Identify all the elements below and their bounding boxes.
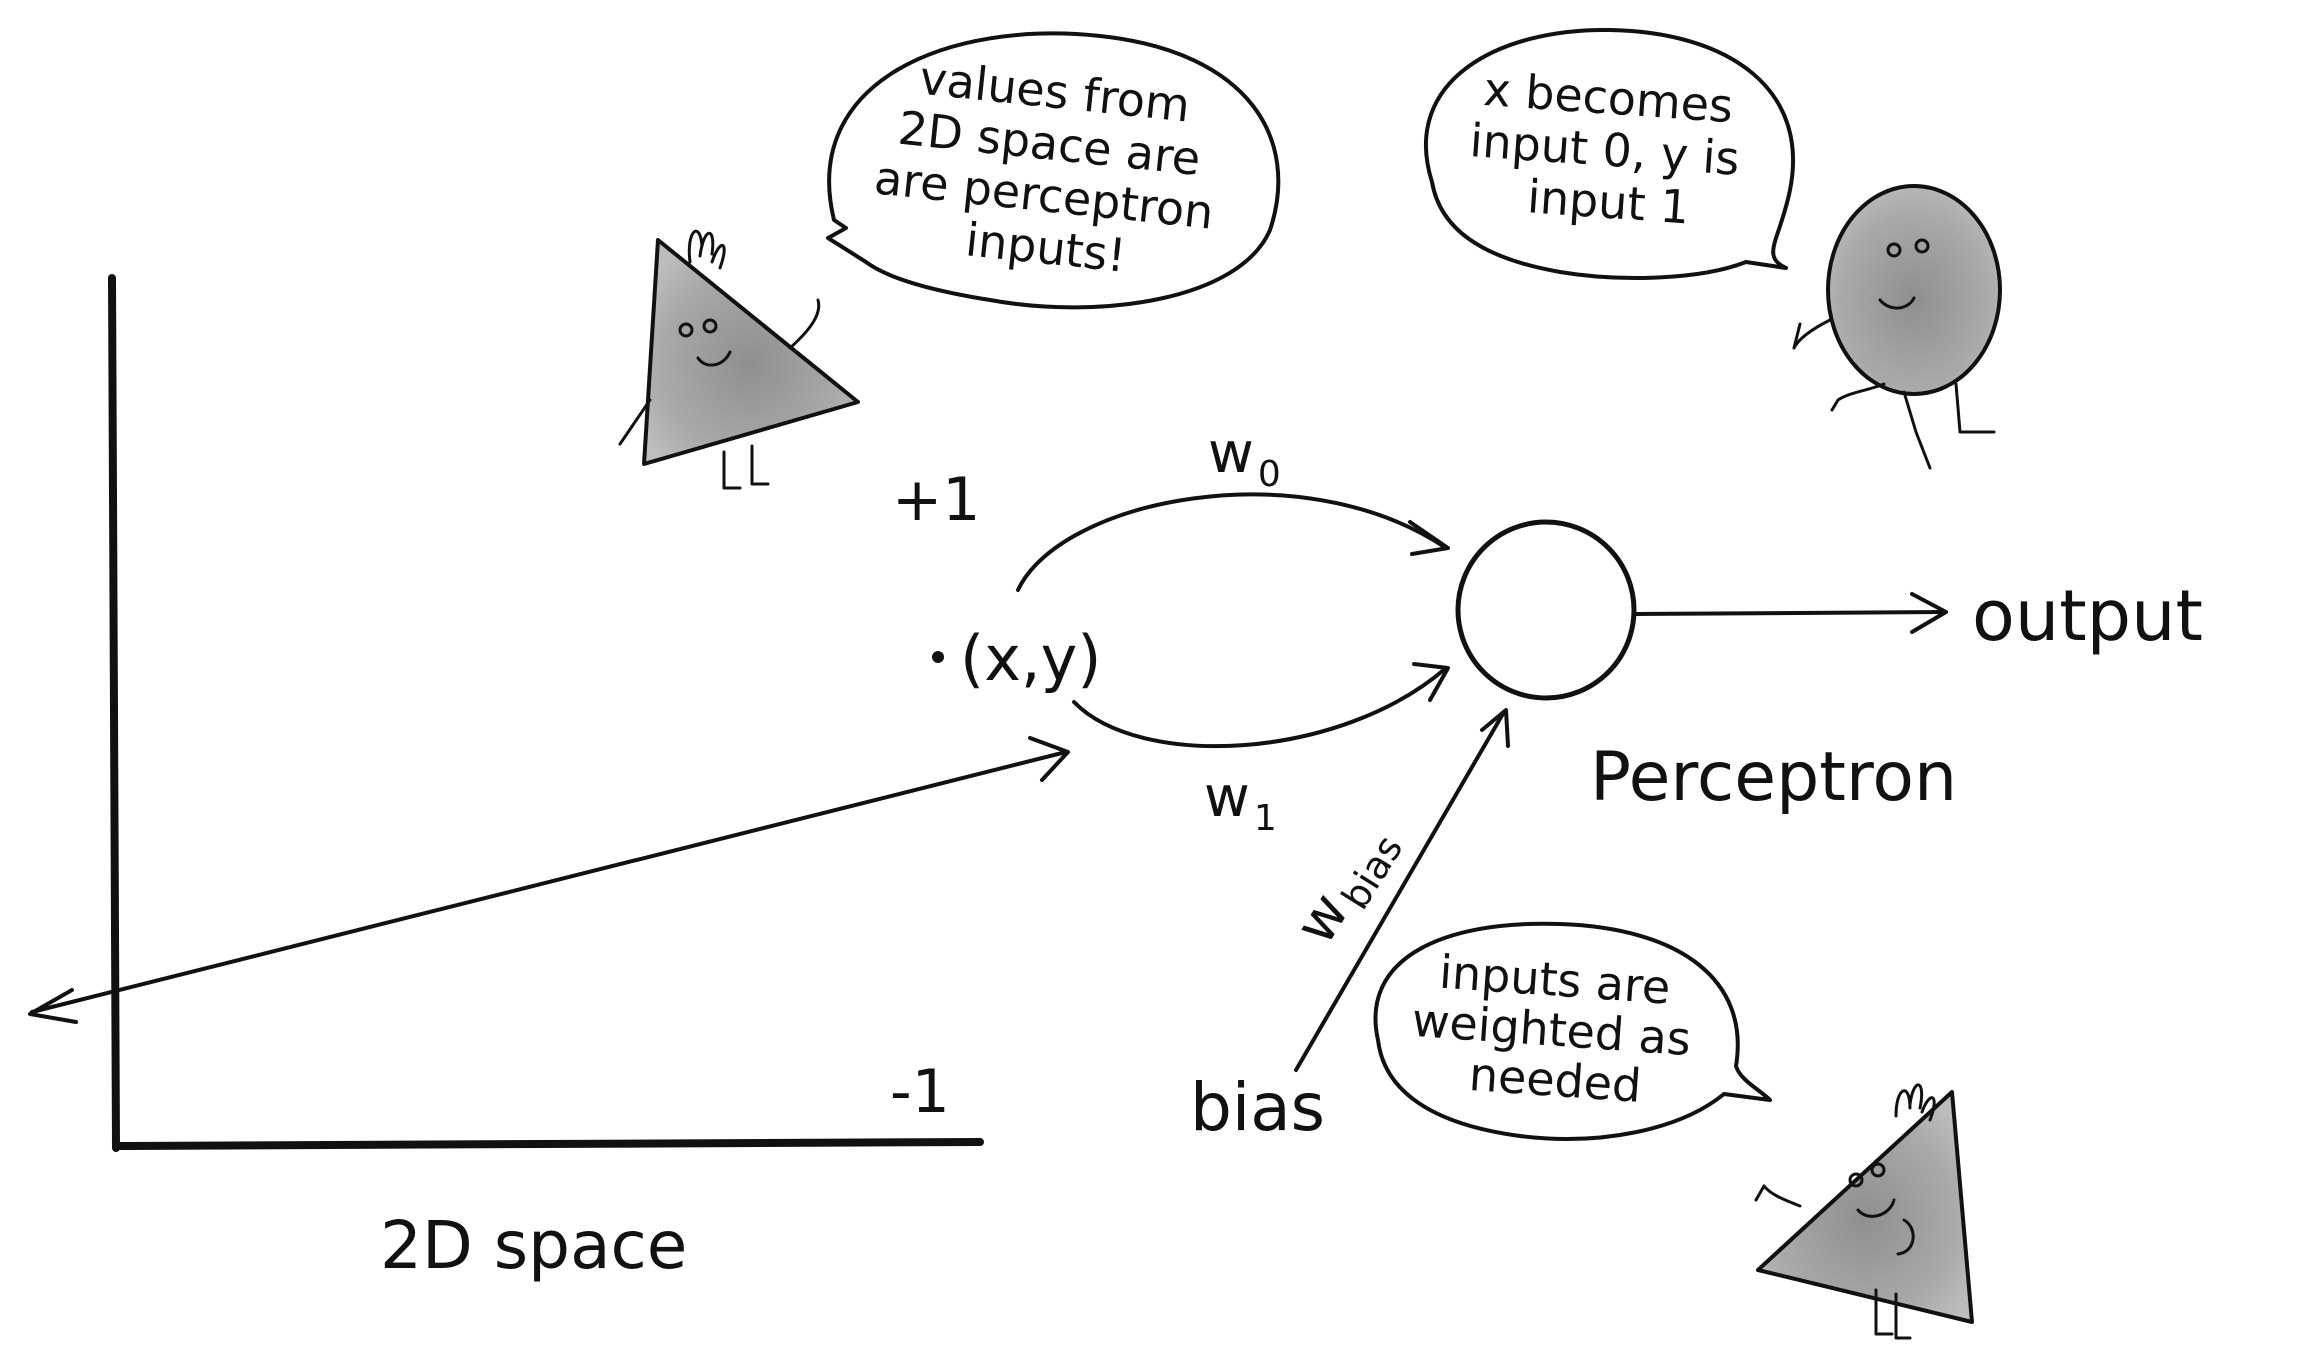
triangle-hair: [1894, 1083, 1936, 1122]
triangle-arm: [1754, 1184, 1802, 1208]
bias-line: [1294, 710, 1506, 1072]
circle-body: [1826, 184, 2002, 396]
arrowhead-left: [28, 988, 78, 1024]
circle-legs: [1902, 382, 1996, 470]
axes: [108, 274, 984, 1152]
point-label: (x,y): [960, 622, 1101, 695]
plus-one-label: +1: [892, 465, 980, 535]
triangle-legs: [722, 444, 770, 490]
bias-arrowhead: [1480, 708, 1510, 748]
triangle-eye-right: [1870, 1162, 1886, 1178]
triangle-body: [1756, 1090, 1974, 1324]
arrowhead-right: [1028, 736, 1070, 782]
triangle-character-top: [618, 229, 860, 490]
triangle-character-bottom: [1754, 1083, 1974, 1340]
triangle-eye-right: [702, 318, 718, 334]
circle-mouth: [1878, 296, 1916, 310]
triangle-mouth: [696, 350, 732, 367]
w1-arc: [1072, 666, 1448, 749]
point-line: [28, 736, 1070, 1024]
svg-text:inputs are weighted as: inputs are weighted as needed: [1407, 943, 1711, 1117]
svg-text:x becomes input 0, y is: x becomes input 0, y is input 1: [1464, 61, 1759, 238]
output-label: output: [1972, 575, 2203, 657]
circle-character: [1792, 184, 2002, 470]
w0-arc: [1016, 492, 1448, 592]
space-label: 2D space: [380, 1207, 687, 1284]
output-line: [1634, 610, 1946, 616]
perceptron-node: [1455, 519, 1637, 701]
x-axis: [112, 1138, 984, 1150]
circle-arm-left: [1792, 318, 1832, 350]
point-dot: [932, 651, 944, 663]
output-arrowhead: [1910, 592, 1948, 634]
svg-text:values from 2D space are: values from 2D space are are perceptron …: [866, 47, 1241, 293]
w1-arrowhead: [1412, 662, 1450, 702]
y-axis: [108, 274, 120, 1152]
triangle-legs: [1874, 1288, 1912, 1340]
perceptron-label: Perceptron: [1590, 738, 1957, 817]
triangle-eye-left: [678, 322, 694, 338]
triangle-hair: [687, 229, 726, 270]
speech-bubble-top-left: values from 2D space are are perceptron …: [826, 31, 1281, 310]
wbias-label: wbias: [1283, 813, 1412, 959]
triangle-nose: [1896, 1218, 1915, 1256]
input-connections: [1016, 492, 1510, 1072]
minus-one-label: -1: [890, 1057, 950, 1127]
bias-label: bias: [1190, 1069, 1325, 1146]
speech-bubble-top-right: x becomes input 0, y is input 1: [1424, 27, 1796, 280]
triangle-arm-left: [618, 398, 652, 446]
triangle-mouth: [1856, 1198, 1896, 1218]
triangle-eye-left: [1848, 1172, 1864, 1188]
w0-arrowhead: [1408, 520, 1450, 556]
triangle-arm-right: [788, 298, 821, 350]
circle-arm-right: [1830, 382, 1886, 412]
speech-bubble-bottom-right: inputs are weighted as needed: [1373, 921, 1772, 1141]
circle-eye-left: [1886, 242, 1902, 258]
circle-eye-right: [1914, 238, 1930, 254]
triangle-body: [642, 238, 860, 466]
